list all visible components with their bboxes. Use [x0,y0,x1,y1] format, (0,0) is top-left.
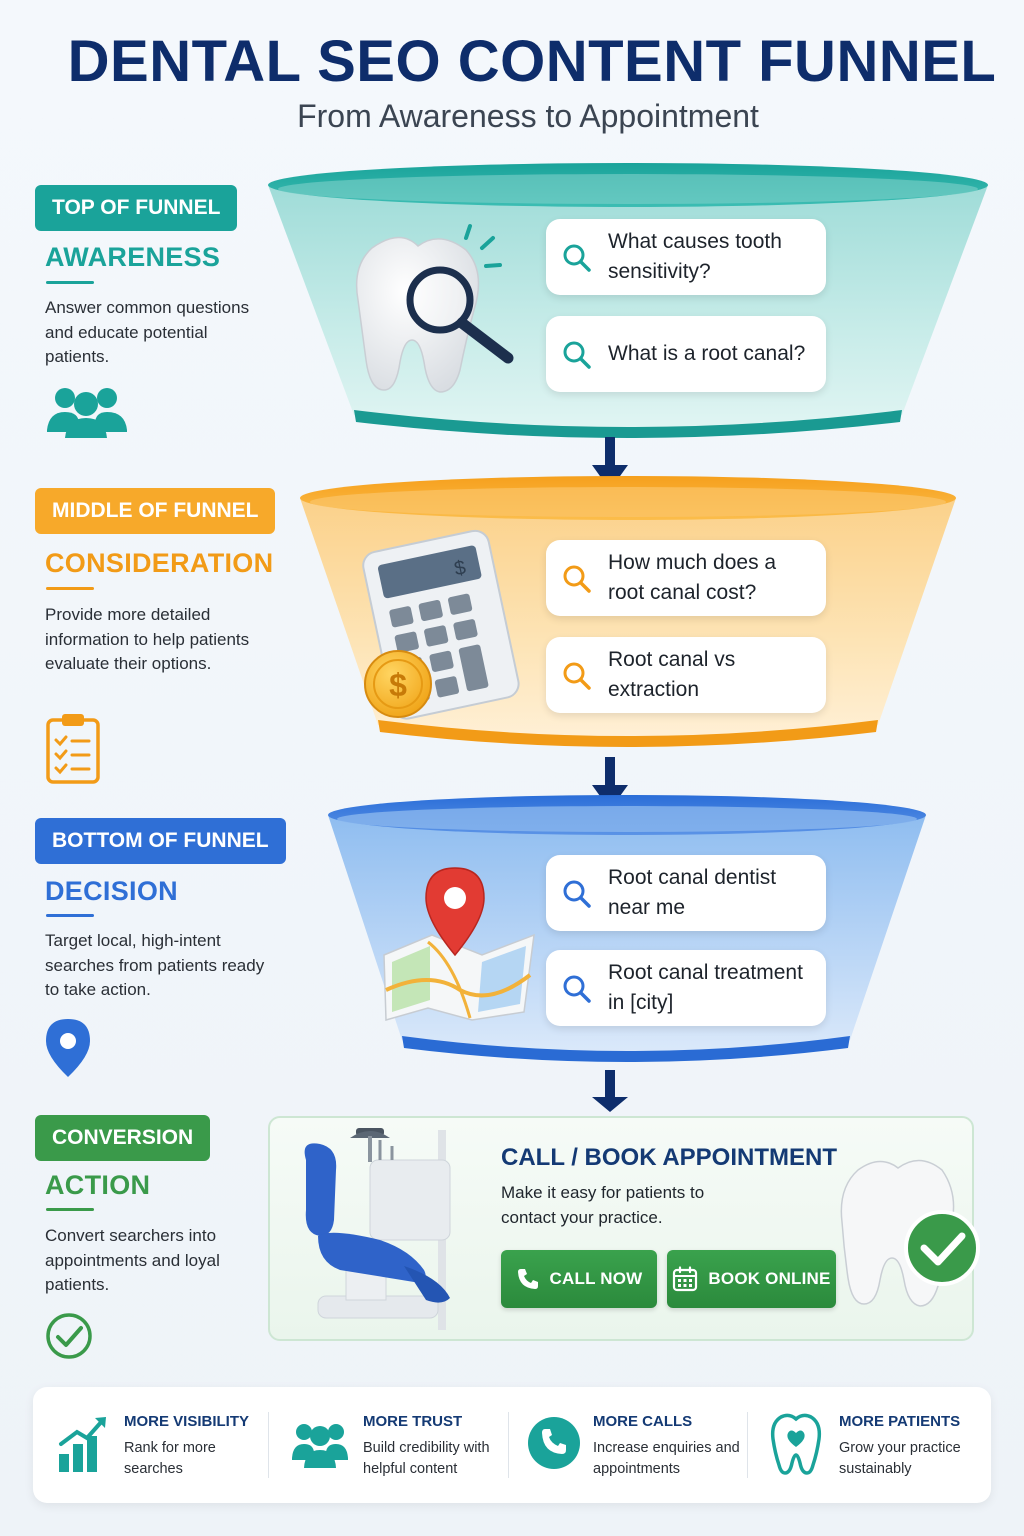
stage-description: Answer common questions and educate pote… [45,298,250,366]
phone-icon [528,1417,580,1469]
conversion-title: CALL / BOOK APPOINTMENT [501,1144,837,1171]
benefit-description: Rank for more searches [124,1440,216,1477]
search-icon [563,565,591,593]
stage-underline [46,281,94,284]
search-icon [563,662,591,690]
check-circle-icon [46,1313,92,1359]
location-pin-icon [46,1019,90,1077]
benefit-title: MORE PATIENTS [839,1413,961,1430]
svg-text:$: $ [389,667,407,703]
stage-underline [46,1208,94,1211]
stage-name-consideration: CONSIDERATION [45,548,274,578]
divider [508,1412,509,1478]
stage-description: Provide more detailed information to hel… [45,605,250,673]
benefit-description: Increase enquiries and appointments [593,1440,740,1477]
query-card[interactable]: What is a root canal? [546,316,826,392]
growth-chart-icon [59,1417,106,1472]
book-online-button[interactable]: BOOK ONLINE [667,1250,836,1308]
query-text: Root canal treatment in [city] [608,961,803,1014]
query-text: Root canal dentist near me [608,866,777,919]
people-group-icon [47,388,127,438]
tooth-magnifier-icon [355,224,514,393]
stage-pill-top: TOP OF FUNNEL [35,185,238,231]
query-card[interactable]: Root canal treatment in [city] [546,950,826,1026]
benefit-title: MORE TRUST [363,1413,463,1430]
benefit-description: Build credibility with helpful content [363,1440,490,1477]
stage-description: Convert searchers into appointments and … [45,1226,220,1294]
stage-name-decision: DECISION [45,876,178,906]
divider [268,1412,269,1478]
svg-text:$: $ [452,557,467,581]
call-now-button[interactable]: CALL NOW [501,1250,657,1308]
phone-icon [517,1269,538,1289]
calendar-icon [673,1266,698,1292]
clipboard-checklist-icon [46,714,100,784]
divider [747,1412,748,1478]
search-icon [563,880,591,908]
conversion-description: Make it easy for patients to contact you… [501,1183,705,1227]
page-subtitle: From Awareness to Appointment [297,98,759,134]
query-text: What causes tooth sensitivity? [608,230,782,283]
arrow-down-icon [592,1070,628,1112]
stage-pill-conversion: CONVERSION [35,1115,211,1161]
tooth-heart-icon [770,1413,822,1475]
query-text: How much does a root canal cost? [608,551,777,604]
query-card[interactable]: Root canal dentist near me [546,855,826,931]
stage-underline [46,587,94,590]
stage-underline [46,914,94,917]
search-icon [563,244,591,272]
people-group-icon [292,1424,348,1468]
page-title: DENTAL SEO CONTENT FUNNEL [67,29,997,94]
query-card[interactable]: How much does a root canal cost? [546,540,826,616]
search-icon [563,341,591,369]
query-card[interactable]: Root canal vs extraction [546,637,826,713]
benefits-bar [33,1387,991,1503]
stage-description: Target local, high-intent searches from … [45,931,265,999]
book-online-label: BOOK ONLINE [708,1269,831,1288]
calculator-coin-icon: $ $ [362,529,520,720]
stage-name-action: ACTION [45,1170,151,1200]
query-text: Root canal vs extraction [608,648,736,701]
benefit-description: Grow your practice sustainably [839,1440,961,1477]
search-icon [563,975,591,1003]
stage-pill-bottom: BOTTOM OF FUNNEL [35,818,286,864]
map-pin-icon [383,867,535,1021]
stage-pill-middle: MIDDLE OF FUNNEL [35,488,276,534]
stage-name-awareness: AWARENESS [45,242,221,272]
query-card[interactable]: What causes tooth sensitivity? [546,219,826,295]
benefit-title: MORE CALLS [593,1413,693,1430]
query-text: What is a root canal? [608,342,806,365]
call-now-label: CALL NOW [549,1269,643,1288]
benefit-title: MORE VISIBILITY [124,1413,250,1430]
